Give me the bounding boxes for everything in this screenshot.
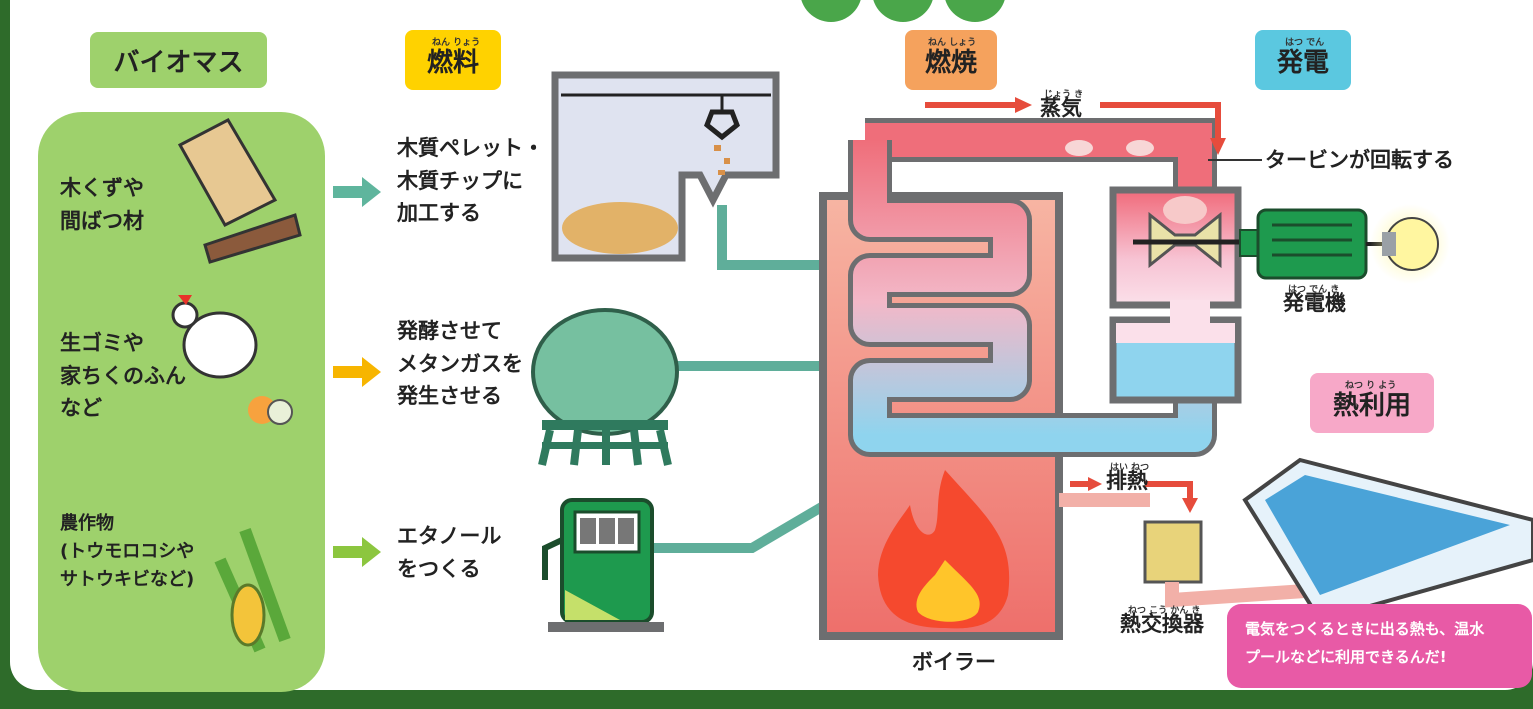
ruby-heat-exchanger: ねつ こう かん き bbox=[1128, 606, 1201, 616]
label-heat-exchanger: 熱交換器 bbox=[1120, 612, 1204, 636]
ruby-heat-use: ねつ り よう bbox=[1345, 381, 1397, 391]
steam-arrows bbox=[925, 97, 1226, 513]
decor-circle bbox=[800, 0, 862, 22]
ruby-exhaust: はい ねつ bbox=[1110, 463, 1150, 473]
wood-illustration bbox=[177, 118, 302, 264]
ruby-combustion: ねん しょう bbox=[928, 38, 977, 48]
steam-loop bbox=[848, 118, 1242, 457]
tag-heat-use: 熱利用 bbox=[1310, 373, 1434, 433]
biomass-item-crops: 農作物 (トウモロコシや サトウキビなど) bbox=[60, 513, 195, 590]
chicken-illustration bbox=[171, 295, 293, 425]
ruby-generator: はつ でん き bbox=[1288, 285, 1340, 295]
decor-circle bbox=[872, 0, 934, 22]
label-boiler: ボイラー bbox=[912, 650, 996, 674]
decor-circle bbox=[944, 0, 1006, 22]
ruby-steam: じょう き bbox=[1044, 90, 1084, 100]
silo-illustration bbox=[551, 71, 780, 262]
tag-biomass: バイオマス bbox=[90, 32, 267, 88]
fuel-pump-illustration bbox=[542, 498, 664, 632]
biomass-item-wood: 木くずや 間ばつ材 bbox=[60, 176, 144, 233]
label-steam: 蒸気 bbox=[1040, 96, 1082, 120]
generator-illustration bbox=[1133, 204, 1450, 284]
flame-icon bbox=[878, 470, 1010, 629]
fuel-pipes bbox=[652, 205, 828, 553]
heat-exchanger bbox=[1059, 493, 1321, 608]
tag-generation: 発電 bbox=[1255, 30, 1351, 90]
label-generator: 発電機 bbox=[1283, 291, 1346, 315]
sugarcane-illustration bbox=[214, 527, 291, 653]
ruby-generation: はつ でん bbox=[1285, 38, 1325, 48]
tag-combustion: 燃焼 bbox=[905, 30, 997, 90]
pool-illustration bbox=[1242, 457, 1533, 623]
fuel-item-ethanol: エタノール をつくる bbox=[397, 524, 502, 581]
label-turbine: タービンが回転する bbox=[1265, 148, 1454, 172]
fuel-item-pellet: 木質ペレット・ 木質チップに 加工する bbox=[397, 136, 544, 226]
ruby-fuel: ねん りょう bbox=[432, 38, 481, 48]
fuel-item-methane: 発酵させて メタンガスを 発生させる bbox=[397, 319, 523, 409]
callout-bubble: 電気をつくるときに出る熱も、温水 プールなどに利用できるんだ! bbox=[1227, 604, 1532, 688]
biomass-item-waste: 生ゴミや 家ちくのふん など bbox=[60, 331, 186, 421]
label-exhaust-heat: 排熱 bbox=[1106, 469, 1148, 493]
tag-fuel: 燃料 bbox=[405, 30, 501, 90]
biomass-arrows bbox=[333, 177, 381, 567]
gas-tank-illustration bbox=[531, 308, 679, 466]
